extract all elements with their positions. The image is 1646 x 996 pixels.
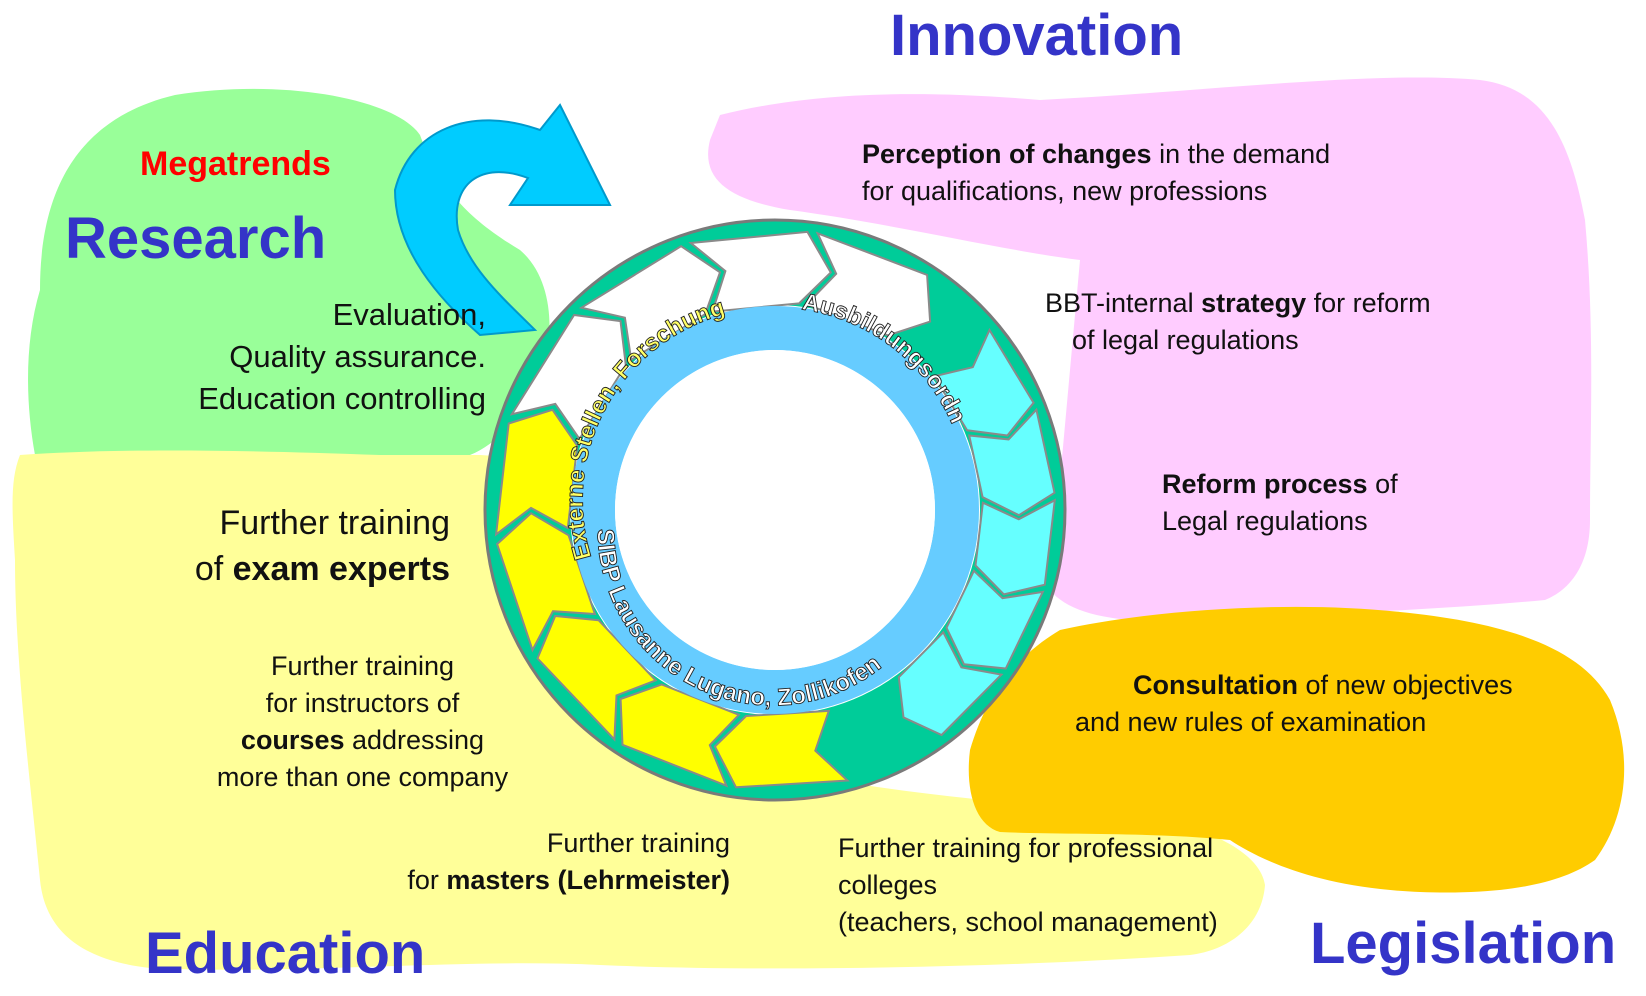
innovation-strategy-text: BBT-internal strategy for reform of lega… <box>1045 285 1431 359</box>
cycle-arrow-3 <box>804 231 932 337</box>
perception-line-2: for qualifications, new professions <box>862 176 1268 206</box>
consult-post: of new objectives <box>1297 670 1513 700</box>
innovation-blob <box>708 77 1592 622</box>
heading-innovation: Innovation <box>890 3 1184 68</box>
research-line-1: Evaluation, <box>332 297 486 332</box>
perception-bold: Perception of changes <box>862 139 1152 169</box>
masters-line-1: Further training <box>546 828 730 858</box>
cycle-arrow-4 <box>932 327 1035 437</box>
courses-line-1: Further training <box>270 651 455 681</box>
cycle-arrows <box>494 230 1057 789</box>
colleges-line-2: colleges <box>838 870 938 900</box>
exam-bold: exam experts <box>232 550 450 588</box>
cycle-arrow-7 <box>945 569 1045 670</box>
education-colleges-text: Further training for professional colleg… <box>838 830 1218 941</box>
innovation-reform-text: Reform process of Legal regulations <box>1162 466 1398 540</box>
megatrends-curved-arrow <box>393 103 612 337</box>
innovation-perception-text: Perception of changes in the demand for … <box>862 136 1330 210</box>
heading-megatrends: Megatrends <box>140 145 331 183</box>
cycle-arrow-2 <box>688 230 833 313</box>
reform-post: of <box>1367 469 1398 499</box>
cycle-arrow-13 <box>494 408 579 537</box>
cycle-arrow-5 <box>967 407 1056 517</box>
cycle-arrow-10 <box>619 683 741 788</box>
colleges-line-3: (teachers, school management) <box>838 907 1218 937</box>
heading-research: Research <box>65 206 327 271</box>
exam-pre: of <box>194 550 233 588</box>
legislation-blob <box>968 606 1625 893</box>
inner-band <box>571 306 979 714</box>
courses-line-2: for instructors of <box>265 688 460 718</box>
heading-education: Education <box>145 921 426 986</box>
courses-bold: courses <box>240 725 345 755</box>
strategy-line-2: of legal regulations <box>1072 325 1299 355</box>
cycle-arrow-6 <box>974 498 1057 596</box>
masters-pre: for <box>407 865 447 895</box>
courses-line-4: more than one company <box>216 762 509 792</box>
cycle-arrow-0 <box>509 313 627 441</box>
cycle-arrow-12 <box>495 511 597 653</box>
masters-bold: masters (Lehrmeister) <box>446 865 730 895</box>
cycle-arrow-1 <box>578 245 722 362</box>
heading-legislation: Legislation <box>1310 911 1617 976</box>
education-exam-text: Further training of exam experts <box>195 500 450 592</box>
courses-post: addressing <box>344 725 485 755</box>
research-evaluation-text: Evaluation, Quality assurance. Education… <box>198 294 486 420</box>
cycle-arrow-8 <box>897 630 1004 737</box>
strategy-post: for reform <box>1306 288 1431 318</box>
consult-line-2: and new rules of examination <box>1075 707 1427 737</box>
reform-bold: Reform process <box>1162 469 1368 499</box>
exam-line-1: Further training <box>219 504 450 542</box>
education-courses-text: Further training for instructors of cour… <box>195 648 530 796</box>
cycle-arrow-9 <box>713 709 850 789</box>
perception-rest: in the demand <box>1151 139 1331 169</box>
legislation-consultation-text: Consultation of new objectives and new r… <box>1075 667 1513 741</box>
strategy-bold: strategy <box>1201 288 1307 318</box>
education-masters-text: Further training for masters (Lehrmeiste… <box>407 825 730 899</box>
colleges-line-1: Further training for professional <box>838 833 1214 863</box>
strategy-pre: BBT-internal <box>1045 288 1202 318</box>
cycle-arrow-11 <box>536 614 658 742</box>
research-line-3: Education controlling <box>198 381 486 416</box>
consult-bold: Consultation <box>1133 670 1298 700</box>
reform-line-2: Legal regulations <box>1162 506 1368 536</box>
research-line-2: Quality assurance. <box>229 339 486 374</box>
ring-center <box>615 350 935 670</box>
